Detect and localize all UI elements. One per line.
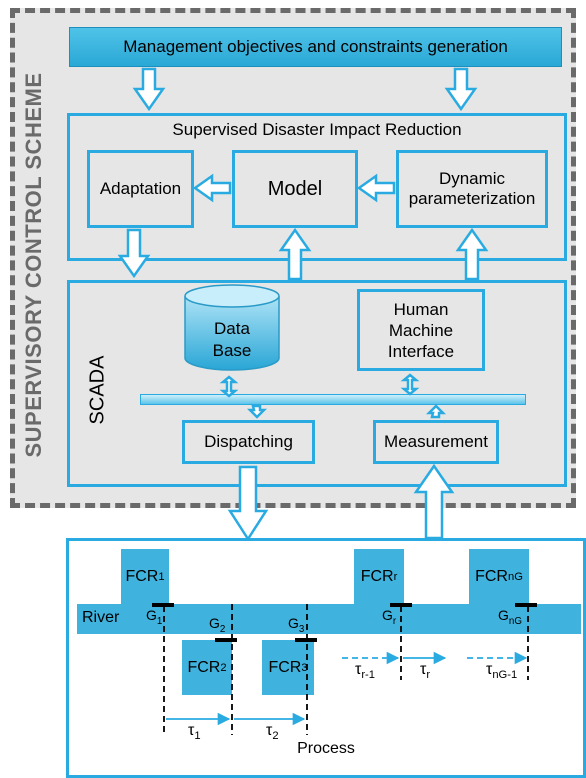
hmi-label-3: Interface [387,341,455,361]
arrow-updown-icon [400,373,420,396]
arrow-left-icon [356,173,396,203]
tau-2-label: τ2 [266,722,279,743]
river-label: River [82,609,120,626]
measurement-box: Measurement [373,420,499,464]
sdir-frame [67,113,567,261]
arrow-down-icon [444,67,478,112]
gate-nG-bar [515,603,537,607]
tau-nG-1-label: τnG-1 [486,661,518,682]
hmi-box: Human Machine Interface [357,289,485,371]
arrow-updown-icon [219,375,239,398]
tau-1-label: τ1 [188,722,201,743]
hmi-label-2: Machine [388,320,454,340]
process-label: Process [297,740,355,757]
gate-r-bar [390,603,412,607]
gate-r-label: Gr [382,607,397,627]
tau-r-label: τr [420,661,431,682]
dynamic-parameterization-box: Dynamic parameterization [396,150,548,228]
gate-nG-label: GnG [498,607,522,627]
flow-arrows [117,67,489,542]
hmi-label-1: Human [393,299,449,319]
gate-2-label: G2 [209,615,226,635]
river [77,604,581,634]
gate-3-bar [295,638,317,642]
arrow-down-icon [246,404,268,419]
model-label: Model [267,177,323,200]
measurement-label: Measurement [384,432,488,451]
database-icon [184,284,280,371]
dispatching-label: Dispatching [204,432,293,451]
travel-time-markers [163,604,529,735]
arrow-down-icon [132,67,166,112]
arrow-up-icon [455,227,489,281]
arrow-up-icon [425,404,447,419]
gate-1-label: G1 [146,607,163,627]
gate-3-label: G3 [288,615,305,635]
arrow-down-icon [117,228,151,279]
arrow-up-icon [278,227,312,281]
dynamic-label-2: parameterization [408,189,536,208]
management-box: Management objectives and constraints ge… [69,27,562,67]
gate-1-bar [152,603,174,607]
dynamic-label-1: Dynamic [438,169,506,188]
adaptation-label: Adaptation [99,179,182,198]
adaptation-box: Adaptation [87,150,194,228]
sdir-title: Supervised Disaster Impact Reduction [172,120,462,139]
arrow-left-icon [192,173,232,203]
scada-frame [67,280,567,487]
arrow-down-icon [227,465,269,542]
arrow-up-icon [413,463,455,540]
management-label: Management objectives and constraints ge… [123,37,508,56]
tau-r-1-label: τr-1 [355,661,376,682]
model-box: Model [232,150,358,228]
scada-bus [140,394,526,405]
gate-2-bar [215,638,237,642]
dispatching-box: Dispatching [182,420,315,464]
